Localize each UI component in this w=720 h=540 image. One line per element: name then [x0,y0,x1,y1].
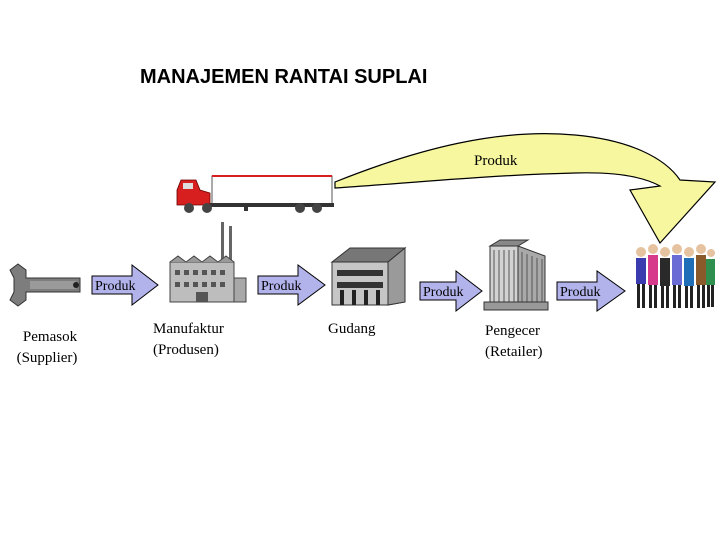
wrench-icon [9,263,81,307]
truck-icon [176,175,334,213]
node-label-warehouse: Gudang [328,321,376,337]
flow-arrow-3: Produk [419,269,483,313]
page-title: MANAJEMEN RANTAI SUPLAI [140,66,428,88]
flow-arrow-2: Produk [257,264,326,306]
node-label-supplier: Pemasok (Supplier) [16,329,78,366]
consumers-group-icon [636,244,715,308]
node-label-retailer: Pengecer (Retailer) [485,323,543,360]
factory-icon [169,222,247,303]
node-label-manufacturer: Manufaktur (Produsen) [153,321,224,358]
flow-arrow-4: Produk [556,270,626,312]
flow-arrow-label: Produk [95,279,135,294]
curved-flow-label: Produk [474,153,518,169]
flow-arrow-label: Produk [560,285,600,300]
flow-arrow-label: Produk [261,279,301,294]
flow-arrow-label: Produk [423,285,463,300]
warehouse-icon [330,246,407,306]
flow-arrow-1: Produk [91,263,159,307]
curved-flow-arrow: Produk [334,133,717,245]
retail-building-icon [483,239,549,311]
